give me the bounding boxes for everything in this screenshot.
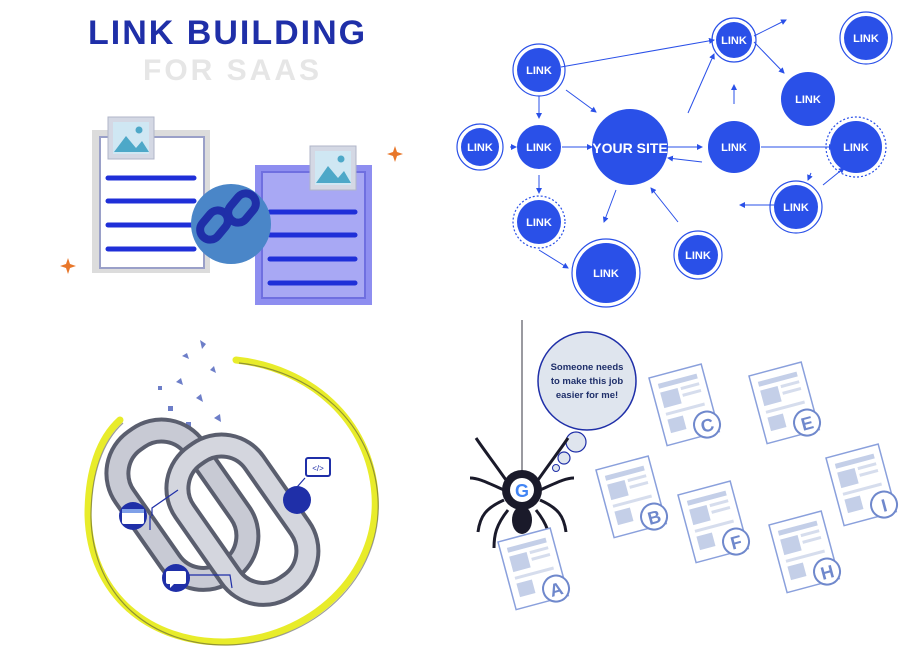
- page-card: B: [595, 455, 669, 539]
- link-node: LINK: [839, 11, 893, 65]
- page-card: I: [825, 443, 899, 527]
- page-letter: E: [799, 412, 816, 434]
- link-node-label: LINK: [853, 33, 879, 45]
- speech-line-3: easier for me!: [556, 390, 618, 401]
- network-connections: [510, 19, 845, 269]
- page-card: F: [677, 480, 751, 564]
- link-node-label: LINK: [593, 268, 619, 280]
- link-network-panel: LINK LINK LINK LINK LINK LINK LINK LINK LINK LINK…: [456, 0, 912, 320]
- sparkle-icon: [387, 146, 403, 162]
- page-letter: H: [818, 561, 836, 584]
- google-logo-letter: G: [515, 481, 529, 501]
- speech-bubble: Someone needs to make this job easier fo…: [537, 331, 637, 472]
- network-diagram: LINK LINK LINK LINK LINK LINK LINK LINK LINK LINK…: [456, 11, 893, 308]
- code-icon: </>: [283, 457, 331, 514]
- link-node: LINK: [769, 180, 823, 234]
- page-card: A: [497, 527, 571, 611]
- spider-crawl-panel: Someone needs to make this job easier fo…: [456, 320, 912, 648]
- chat-icon: [162, 564, 190, 592]
- link-node-label: LINK: [467, 142, 493, 154]
- link-node: LINK: [708, 121, 760, 173]
- link-node: LINK: [571, 238, 641, 308]
- page-letter: I: [879, 495, 889, 516]
- chain-illustration: </>: [84, 340, 379, 646]
- chain-ring-panel: </>: [0, 320, 456, 648]
- page-letter: C: [698, 414, 716, 437]
- link-node-label: LINK: [843, 142, 869, 154]
- link-node-label: LINK: [721, 35, 747, 47]
- page-letter: B: [645, 506, 663, 529]
- speech-line-2: to make this job: [551, 376, 624, 387]
- page-letter: F: [728, 531, 744, 553]
- documents-illustration: [60, 116, 403, 305]
- your-site-label: YOUR SITE: [592, 140, 667, 156]
- link-node: LINK: [517, 125, 561, 169]
- link-building-panel: LINK BUILDING FOR SAAS: [0, 0, 456, 320]
- your-site-node: YOUR SITE: [592, 109, 668, 185]
- link-node: LINK: [673, 230, 723, 280]
- link-node: LINK: [512, 195, 566, 249]
- title-line-2: FOR SAAS: [143, 54, 323, 87]
- link-node: LINK: [512, 43, 566, 97]
- link-node-label: LINK: [795, 94, 821, 106]
- title-line-1: LINK BUILDING: [88, 14, 368, 52]
- browser-icon: [119, 502, 147, 530]
- link-node: LINK: [711, 17, 757, 63]
- link-node-label: LINK: [783, 202, 809, 214]
- link-node-label: LINK: [526, 142, 552, 154]
- link-node: LINK: [456, 123, 504, 171]
- chain-link-icon: [191, 184, 271, 264]
- link-node-label: LINK: [721, 142, 747, 154]
- chain-link-icon: [104, 417, 321, 607]
- speech-line-1: Someone needs: [551, 362, 624, 373]
- svg-text:</>: </>: [312, 464, 324, 473]
- link-node-label: LINK: [685, 250, 711, 262]
- link-node-label: LINK: [526, 217, 552, 229]
- link-node-label: LINK: [526, 65, 552, 77]
- page-card: H: [768, 510, 842, 594]
- image-icon: [309, 145, 357, 191]
- pages-group: A B C E F H I: [497, 361, 899, 611]
- yellow-ring: [84, 356, 379, 646]
- link-node: LINK: [781, 72, 835, 126]
- page-card: C: [648, 363, 722, 447]
- page-card: E: [748, 361, 822, 445]
- link-node: LINK: [825, 116, 887, 178]
- crawl-illustration: Someone needs to make this job easier fo…: [469, 320, 899, 611]
- network-nodes: LINK LINK LINK LINK LINK LINK LINK LINK LINK LINK…: [456, 11, 893, 308]
- image-icon: [107, 116, 155, 160]
- page-letter: A: [547, 578, 565, 601]
- sparkle-icon: [60, 258, 76, 274]
